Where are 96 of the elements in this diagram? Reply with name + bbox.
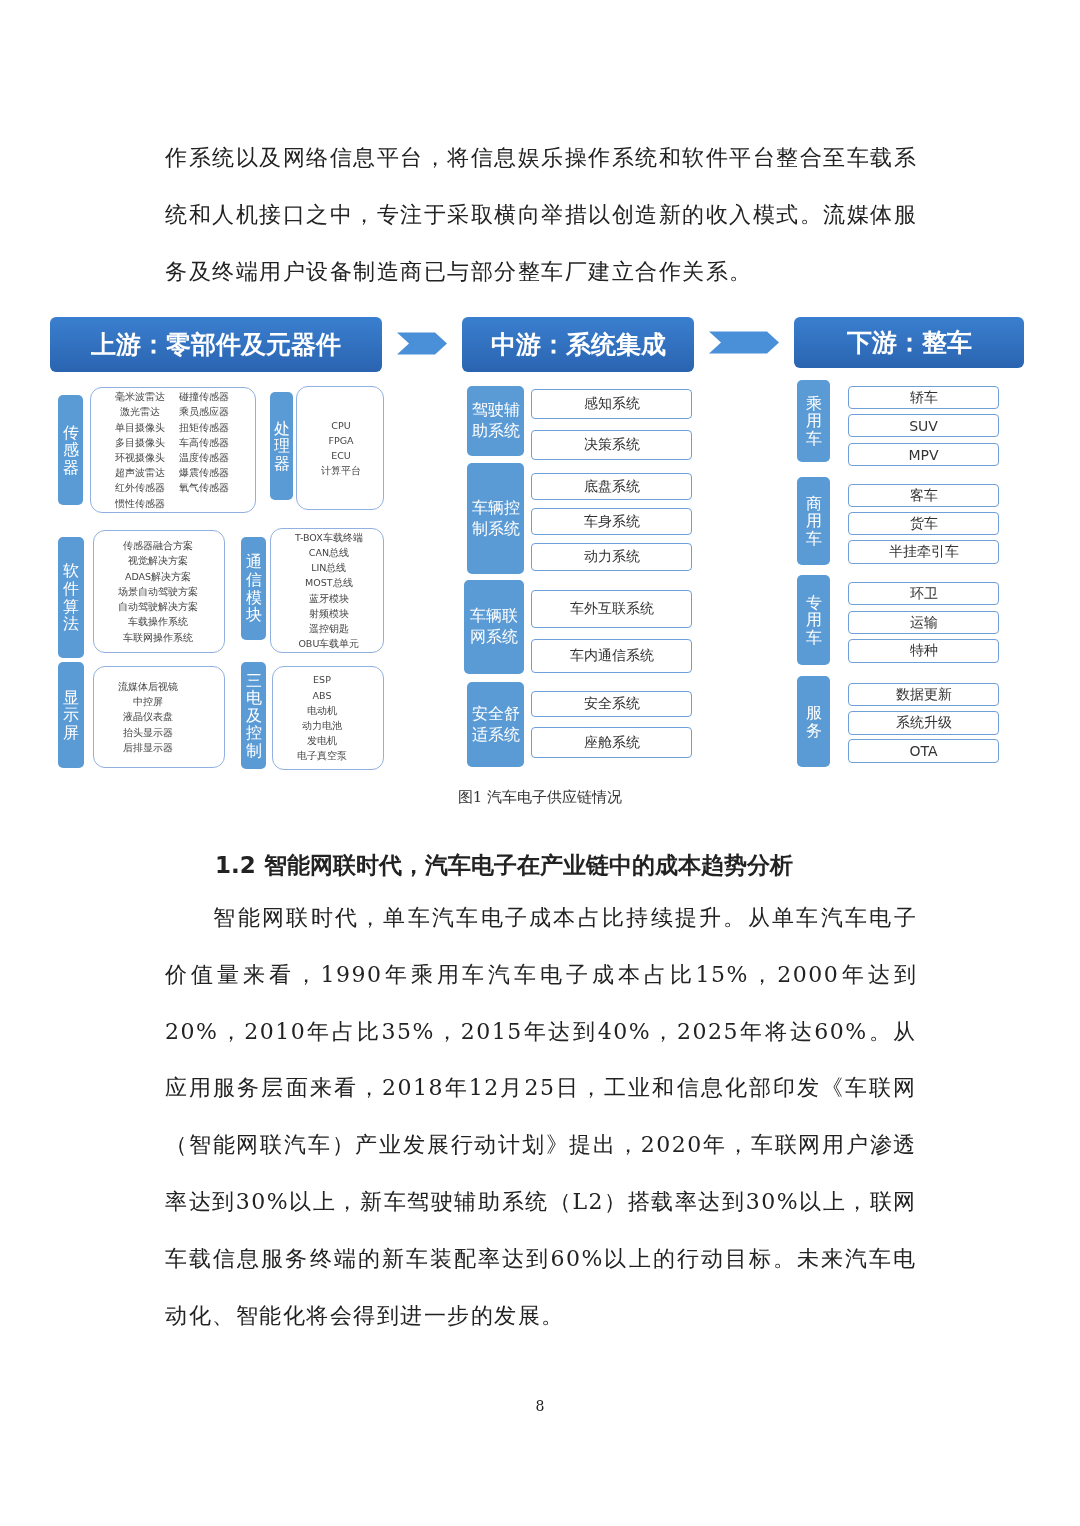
list-item: 温度传感器 — [179, 452, 229, 463]
list-item: ADAS解决方案 — [124, 570, 192, 582]
category-label: 商用车 — [805, 494, 822, 548]
list-item: 计算平台 — [321, 465, 361, 477]
list-item: CAN总线 — [308, 546, 349, 558]
list-item: 动力电池 — [302, 720, 342, 731]
list-item: 毫米波雷达 — [115, 391, 165, 403]
list-item: ECU — [331, 450, 351, 461]
header-banner: 中游：系统集成 — [462, 317, 694, 372]
header-banner: 上游：零部件及元器件 — [50, 317, 382, 372]
list-item: 环视摄像头 — [115, 452, 165, 463]
item-box: 客车 — [848, 484, 999, 507]
category-label: 显示屏 — [63, 688, 79, 742]
bullet-list-box — [296, 386, 384, 510]
category-label: 服务 — [805, 703, 822, 740]
item-box: 运输 — [848, 611, 999, 634]
list-item: MOST总线 — [305, 577, 353, 589]
bullet-list-box — [93, 666, 225, 768]
category-label: 乘用车 — [805, 394, 822, 448]
item-box: 底盘系统 — [531, 473, 692, 500]
category-label: 通信模块 — [245, 553, 262, 624]
item-box: 特种 — [848, 639, 999, 663]
item-box: SUV — [848, 414, 999, 437]
item-box: 座舱系统 — [531, 727, 692, 758]
category-label: 专用车 — [805, 593, 822, 647]
category-label: 软件算法 — [63, 562, 79, 633]
item-box: 动力系统 — [531, 543, 692, 571]
item-box: 系统升级 — [848, 711, 999, 735]
list-item: 遥控钥匙 — [308, 622, 349, 634]
list-item: 电子真空泵 — [297, 750, 347, 762]
list-item: 扭矩传感器 — [179, 421, 229, 433]
list-item: ABS — [312, 689, 332, 701]
list-item: 场景自动驾驶方案 — [118, 585, 198, 597]
list-item: 视觉解决方案 — [128, 555, 188, 567]
list-item: 单目摄像头 — [115, 421, 165, 433]
chevron-arrow — [397, 332, 447, 355]
item-box: 轿车 — [848, 386, 999, 409]
bullet-list-box — [270, 528, 384, 653]
list-item: 电动机 — [307, 704, 337, 716]
list-item: 传感器融合方案 — [123, 540, 193, 552]
category-label: 安全舒适系统 — [471, 703, 520, 746]
category-label: 三电及控制 — [245, 671, 262, 760]
list-item: 抬头显示器 — [123, 726, 173, 738]
item-box: 车身系统 — [531, 508, 692, 535]
list-item: CPU — [331, 419, 351, 431]
figure-caption: 图1 汽车电子供应链情况 — [456, 788, 624, 807]
list-item: 乘员感应器 — [179, 406, 229, 418]
bullet-list-box — [272, 666, 384, 770]
item-box: 数据更新 — [848, 683, 999, 706]
item-box: 环卫 — [848, 582, 999, 605]
list-item: 惯性传感器 — [115, 497, 165, 509]
item-box: 安全系统 — [531, 691, 692, 717]
list-item: 后排显示器 — [123, 741, 173, 753]
category-label: 车辆控制系统 — [471, 497, 520, 540]
list-item: FPGA — [328, 434, 354, 446]
list-item: OBU车载单元 — [298, 638, 360, 650]
chevron-arrow — [709, 331, 779, 354]
list-item: 碰撞传感器 — [179, 391, 229, 403]
item-box: 感知系统 — [531, 389, 692, 419]
category-label: 驾驶辅助系统 — [471, 400, 520, 442]
list-item: 多目摄像头 — [115, 436, 165, 448]
item-box: 车外互联系统 — [531, 590, 692, 628]
list-item: 车高传感器 — [179, 436, 229, 448]
bullet-list-box — [93, 530, 225, 653]
category-label: 处理器 — [273, 419, 290, 473]
category-label: 传感器 — [62, 423, 79, 477]
bullet-list-box — [90, 387, 256, 513]
list-item: 发电机 — [307, 735, 337, 747]
list-item: 红外传感器 — [115, 482, 165, 494]
list-item: 自动驾驶解决方案 — [118, 601, 198, 613]
item-box: MPV — [848, 443, 999, 466]
list-item: 液晶仪表盘 — [123, 711, 173, 723]
list-item: 流媒体后视镜 — [118, 681, 178, 692]
item-box: 车内通信系统 — [531, 639, 692, 673]
list-item: 车载操作系统 — [128, 616, 188, 628]
list-item: T-BOX车载终端 — [295, 531, 363, 543]
list-item: 蓝牙模块 — [308, 592, 349, 604]
category-label: 车辆联网系统 — [470, 606, 518, 648]
list-item: 氧气传感器 — [179, 482, 229, 494]
page-number: 8 — [534, 1397, 546, 1416]
list-item: 车联网操作系统 — [123, 631, 193, 643]
item-box: 货车 — [848, 512, 999, 535]
list-item: ESP — [313, 674, 331, 686]
item-box: OTA — [848, 739, 999, 763]
item-box: 半挂牵引车 — [848, 540, 999, 564]
list-item: 射频模块 — [308, 607, 349, 619]
list-item: LIN总线 — [311, 562, 347, 574]
item-box: 决策系统 — [531, 430, 692, 460]
list-item: 激光雷达 — [120, 406, 160, 418]
body-paragraph: 作系统以及网络信息平台，将信息娱乐操作系统和软件平台整合至车载系统和人机接口之中，专注于采取横向举措以创造新的收入模式。流媒体服务及终端用户设备制造商已与部分整车厂建立合作关系。 — [165, 144, 917, 286]
list-item: 超声波雷达 — [115, 467, 165, 479]
header-banner: 下游：整车 — [794, 317, 1024, 368]
section-heading: 1.2 智能网联时代，汽车电子在产业链中的成本趋势分析 — [215, 851, 794, 880]
list-item: 爆震传感器 — [179, 467, 229, 479]
list-item: 中控屏 — [133, 696, 163, 708]
body-paragraph: 智能网联时代，单车汽车电子成本占比持续提升。从单车汽车电子价值量来看，1990年乘用车汽车电子成本占比15%，2000年达到20%，2010年占比35%，2015年达到40%，2025年将达60%。从应用服务层面来看，2018年12月25日，工业和信息化部印发《车联网（智能网联汽车）产业发展行动计划》提出，2020年，车联网用户渗透率达到30%以上，新车驾驶辅助系统（L2）搭载率达到30%以上，联网车载信息服务终端的新车装配率达到60%以上的行动目标。未来汽车电动化、智能化将会得到进一步的发展。 — [165, 904, 917, 1330]
